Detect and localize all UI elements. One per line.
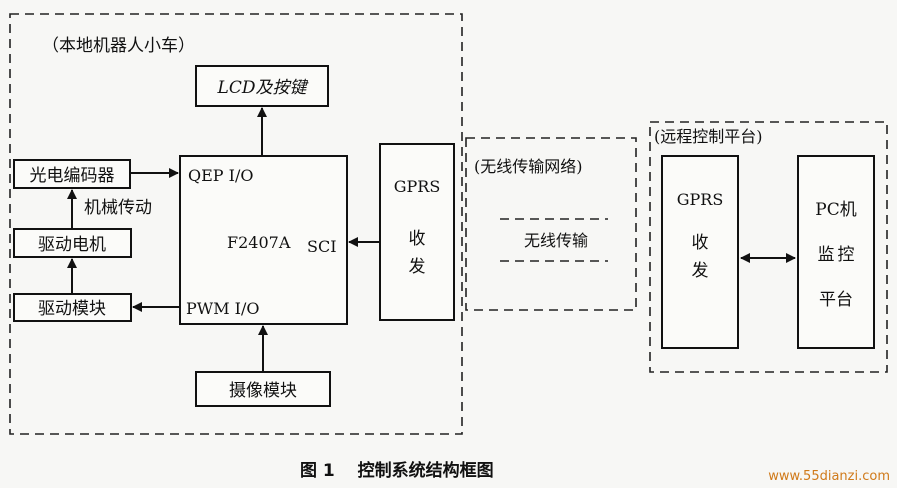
dsp-controller-block bbox=[179, 155, 348, 325]
pc-monitor-block bbox=[797, 155, 875, 349]
pc-monitor-char1: 监 bbox=[818, 245, 835, 265]
watermark: www.55dianzi.com bbox=[768, 469, 890, 484]
encoder-label: 光电编码器 bbox=[30, 166, 115, 186]
pwm-io-label: PWM I/O bbox=[186, 299, 260, 318]
lcd-keypad-block bbox=[195, 65, 329, 107]
gprs-remote-send: 发 bbox=[692, 261, 709, 281]
pc-monitor-platform: 平台 bbox=[819, 290, 853, 310]
drive-motor-label: 驱动电机 bbox=[38, 235, 106, 255]
drive-module-label: 驱动模块 bbox=[38, 299, 106, 319]
wireless-network-label: (无线传输网络) bbox=[474, 157, 583, 176]
gprs-remote-block bbox=[661, 155, 739, 349]
mechanical-drive-label: 机械传动 bbox=[84, 198, 152, 218]
encoder-block bbox=[13, 159, 131, 189]
local-robot-group bbox=[9, 13, 463, 435]
pc-monitor-char2: 控 bbox=[838, 245, 855, 265]
gprs-local-title: GPRS bbox=[394, 177, 441, 196]
wireless-network-group bbox=[465, 137, 637, 311]
gprs-remote-receive: 收 bbox=[692, 233, 709, 253]
gprs-remote-title: GPRS bbox=[677, 190, 724, 209]
remote-control-group bbox=[649, 121, 888, 373]
figure-caption: 图 1 控制系统结构框图 bbox=[300, 460, 494, 481]
sci-port-label: SCI bbox=[307, 237, 337, 256]
local-robot-label: （本地机器人小车） bbox=[42, 36, 195, 56]
remote-control-label: (远程控制平台) bbox=[654, 127, 763, 146]
wireless-transmission-label: 无线传输 bbox=[524, 231, 588, 250]
drive-motor-block bbox=[13, 228, 132, 258]
gprs-local-block bbox=[379, 143, 455, 321]
gprs-local-send: 发 bbox=[409, 257, 426, 277]
lcd-keypad-label: LCD及按键 bbox=[217, 78, 310, 98]
camera-module-block bbox=[195, 371, 331, 407]
gprs-local-receive: 收 bbox=[409, 229, 426, 249]
pc-monitor-title: PC机 bbox=[815, 200, 856, 220]
chip-model-label: F2407A bbox=[227, 233, 291, 252]
qep-io-label: QEP I/O bbox=[188, 166, 253, 185]
camera-module-label: 摄像模块 bbox=[229, 381, 297, 401]
